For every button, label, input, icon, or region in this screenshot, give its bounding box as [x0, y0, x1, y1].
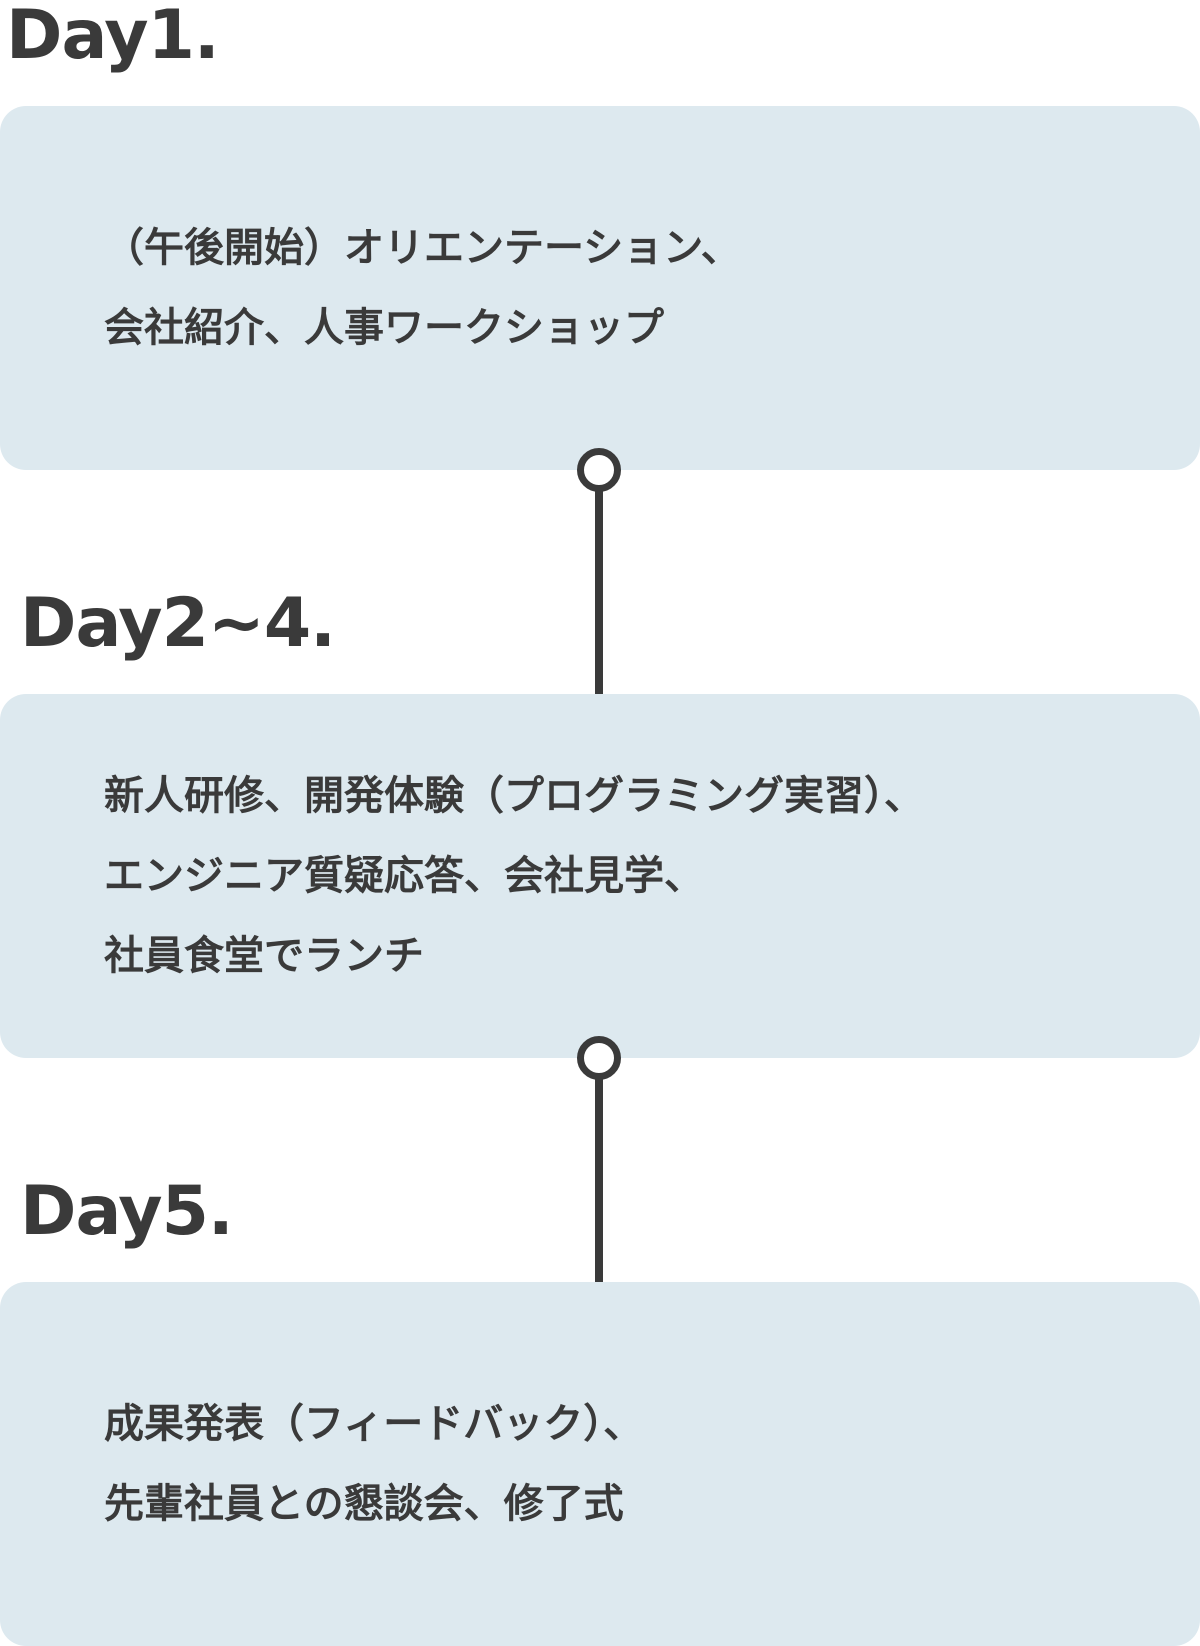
day5-label: Day5. [20, 1172, 234, 1251]
day5-line-1: 成果発表（フィードバック）、 [104, 1401, 644, 1447]
timeline-node-icon [577, 448, 621, 492]
day1-line-1: （午後開始）オリエンテーション、 [104, 225, 741, 271]
timeline-line [595, 470, 603, 698]
day1-line-2: 会社紹介、人事ワークショップ [104, 305, 664, 351]
day2-4-line-1: 新人研修、開発体験（プログラミング実習）、 [104, 773, 924, 819]
day2-4-card: 新人研修、開発体験（プログラミング実習）、 エンジニア質疑応答、会社見学、 社員… [0, 694, 1200, 1058]
timeline-line [595, 1058, 603, 1286]
timeline-connector-1 [577, 448, 621, 698]
day2-4-label: Day2~4. [20, 584, 336, 663]
day2-4-line-2: エンジニア質疑応答、会社見学、 [104, 853, 704, 899]
day1-label: Day1. [6, 0, 220, 75]
timeline-node-icon [577, 1036, 621, 1080]
timeline-connector-2 [577, 1036, 621, 1286]
day2-4-line-3: 社員食堂でランチ [104, 933, 424, 979]
day1-card: （午後開始）オリエンテーション、 会社紹介、人事ワークショップ [0, 106, 1200, 470]
day5-card: 成果発表（フィードバック）、 先輩社員との懇談会、修了式 [0, 1282, 1200, 1646]
day5-line-2: 先輩社員との懇談会、修了式 [104, 1481, 624, 1527]
